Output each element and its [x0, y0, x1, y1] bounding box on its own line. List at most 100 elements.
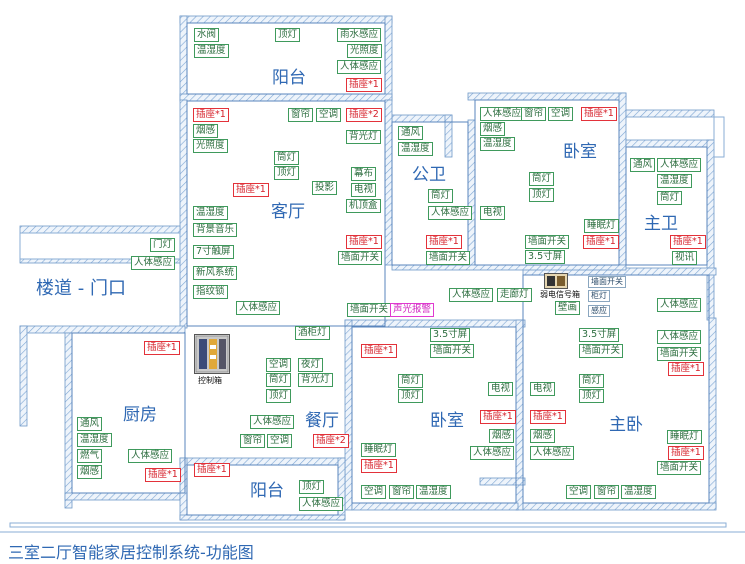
device-tag: 温湿度 — [621, 485, 656, 499]
device-tag: 温湿度 — [194, 44, 229, 58]
device-tag: 电视 — [530, 382, 556, 396]
device-tag: 电视 — [351, 183, 377, 197]
device-tag: 人体感应 — [299, 497, 344, 511]
device-tag: 燃气 — [77, 449, 103, 463]
weak-signal-box-image — [544, 273, 568, 289]
device-tag: 顶灯 — [398, 389, 424, 403]
room-label-master-bath: 主卫 — [644, 214, 678, 234]
room-label-bedroom-mid: 卧室 — [430, 411, 464, 431]
room-label-public-bath: 公卫 — [412, 165, 446, 185]
device-tag: 电视 — [480, 206, 506, 220]
device-tag: 人体感应 — [470, 446, 515, 460]
device-tag: 温湿度 — [480, 137, 515, 151]
device-tag: 壁画 — [555, 301, 581, 315]
device-tag: 背光灯 — [346, 130, 381, 144]
device-tag: 空调 — [548, 107, 574, 121]
device-tag: 7寸触屏 — [193, 245, 234, 259]
device-tag: 通风 — [630, 158, 656, 172]
socket-tag: 插座*1 — [530, 410, 566, 424]
device-tag: 墙面开关 — [426, 251, 471, 265]
device-tag: 雨水感应 — [337, 28, 382, 42]
device-tag: 3.5寸屏 — [579, 328, 620, 342]
device-tag: 门灯 — [150, 238, 176, 252]
device-tag: 烟感 — [193, 124, 219, 138]
device-tag: 顶灯 — [266, 389, 292, 403]
device-tag: 筒灯 — [428, 189, 454, 203]
device-tag: 空调 — [361, 485, 387, 499]
device-tag: 墙面开关 — [430, 344, 475, 358]
socket-tag: 插座*2 — [346, 108, 382, 122]
device-tag: 走廊灯 — [497, 288, 532, 302]
device-tag: 墙面开关 — [579, 344, 624, 358]
socket-tag: 插座*1 — [426, 235, 462, 249]
socket-tag: 插座*1 — [668, 362, 704, 376]
device-tag: 窗帘 — [594, 485, 620, 499]
device-tag: 烟感 — [489, 429, 515, 443]
device-tag: 人体感应 — [657, 330, 702, 344]
device-tag: 墙面开关 — [657, 461, 702, 475]
device-tag: 人体感应 — [337, 60, 382, 74]
device-tag: 空调 — [566, 485, 592, 499]
room-label-living-room: 客厅 — [271, 202, 305, 222]
socket-tag: 插座*1 — [346, 78, 382, 92]
device-tag: 窗帘 — [521, 107, 547, 121]
weak-signal-box-label: 弱电信号箱 — [540, 290, 580, 299]
device-tag: 感应 — [588, 305, 610, 317]
device-tag: 温湿度 — [77, 433, 112, 447]
device-tag: 光照度 — [347, 44, 382, 58]
device-tag: 机顶盒 — [346, 199, 381, 213]
socket-tag: 插座*1 — [583, 235, 619, 249]
device-tag: 窗帘 — [288, 108, 314, 122]
device-tag: 通风 — [77, 417, 103, 431]
device-tag: 幕布 — [351, 167, 377, 181]
control-box-label: 控制箱 — [198, 376, 222, 385]
device-tag: 筒灯 — [398, 374, 424, 388]
socket-tag: 插座*1 — [581, 107, 617, 121]
socket-tag: 插座*1 — [361, 344, 397, 358]
device-tag: 背光灯 — [298, 373, 333, 387]
device-tag: 人体感应 — [428, 206, 473, 220]
device-tag: 人体感应 — [236, 301, 281, 315]
device-tag: 指纹锁 — [193, 285, 228, 299]
socket-tag: 插座*1 — [668, 446, 704, 460]
device-tag: 温湿度 — [657, 174, 692, 188]
socket-tag: 插座*1 — [144, 341, 180, 355]
room-label-bedroom-top: 卧室 — [563, 142, 597, 162]
device-tag: 人体感应 — [657, 158, 702, 172]
room-label-master-bedroom: 主卧 — [609, 415, 643, 435]
device-tag: 顶灯 — [299, 480, 325, 494]
socket-tag: 插座*1 — [194, 463, 230, 477]
device-tag: 睡眠灯 — [584, 219, 619, 233]
device-tag: 人体感应 — [449, 288, 494, 302]
device-tag: 睡眠灯 — [361, 443, 396, 457]
device-tag: 人体感应 — [480, 107, 525, 121]
device-tag: 睡眠灯 — [667, 430, 702, 444]
device-tag: 背景音乐 — [193, 223, 238, 237]
device-tag: 温湿度 — [398, 142, 433, 156]
device-tag: 空调 — [316, 108, 342, 122]
control-box-image — [194, 334, 230, 374]
device-tag: 顶灯 — [579, 389, 605, 403]
device-tag: 烟感 — [530, 429, 556, 443]
device-tag: 筒灯 — [529, 172, 555, 186]
socket-tag: 插座*1 — [480, 410, 516, 424]
room-label-kitchen: 厨房 — [123, 405, 157, 425]
room-label-balcony-top: 阳台 — [272, 68, 306, 88]
socket-tag: 插座*1 — [361, 459, 397, 473]
room-label-balcony-bottom: 阳台 — [250, 481, 284, 501]
device-tag: 电视 — [488, 382, 514, 396]
device-tag: 通风 — [398, 126, 424, 140]
device-tag: 窗帘 — [389, 485, 415, 499]
device-tag: 墙面开关 — [338, 251, 383, 265]
socket-tag: 插座*2 — [313, 434, 349, 448]
device-tag: 顶灯 — [274, 166, 300, 180]
socket-tag: 插座*1 — [145, 468, 181, 482]
device-tag: 柜灯 — [588, 290, 610, 302]
device-tag: 视讯 — [672, 251, 698, 265]
device-tag: 烟感 — [480, 122, 506, 136]
room-label-dining: 餐厅 — [305, 411, 339, 431]
device-tag: 墙面开关 — [525, 235, 570, 249]
device-tag: 人体感应 — [128, 449, 173, 463]
